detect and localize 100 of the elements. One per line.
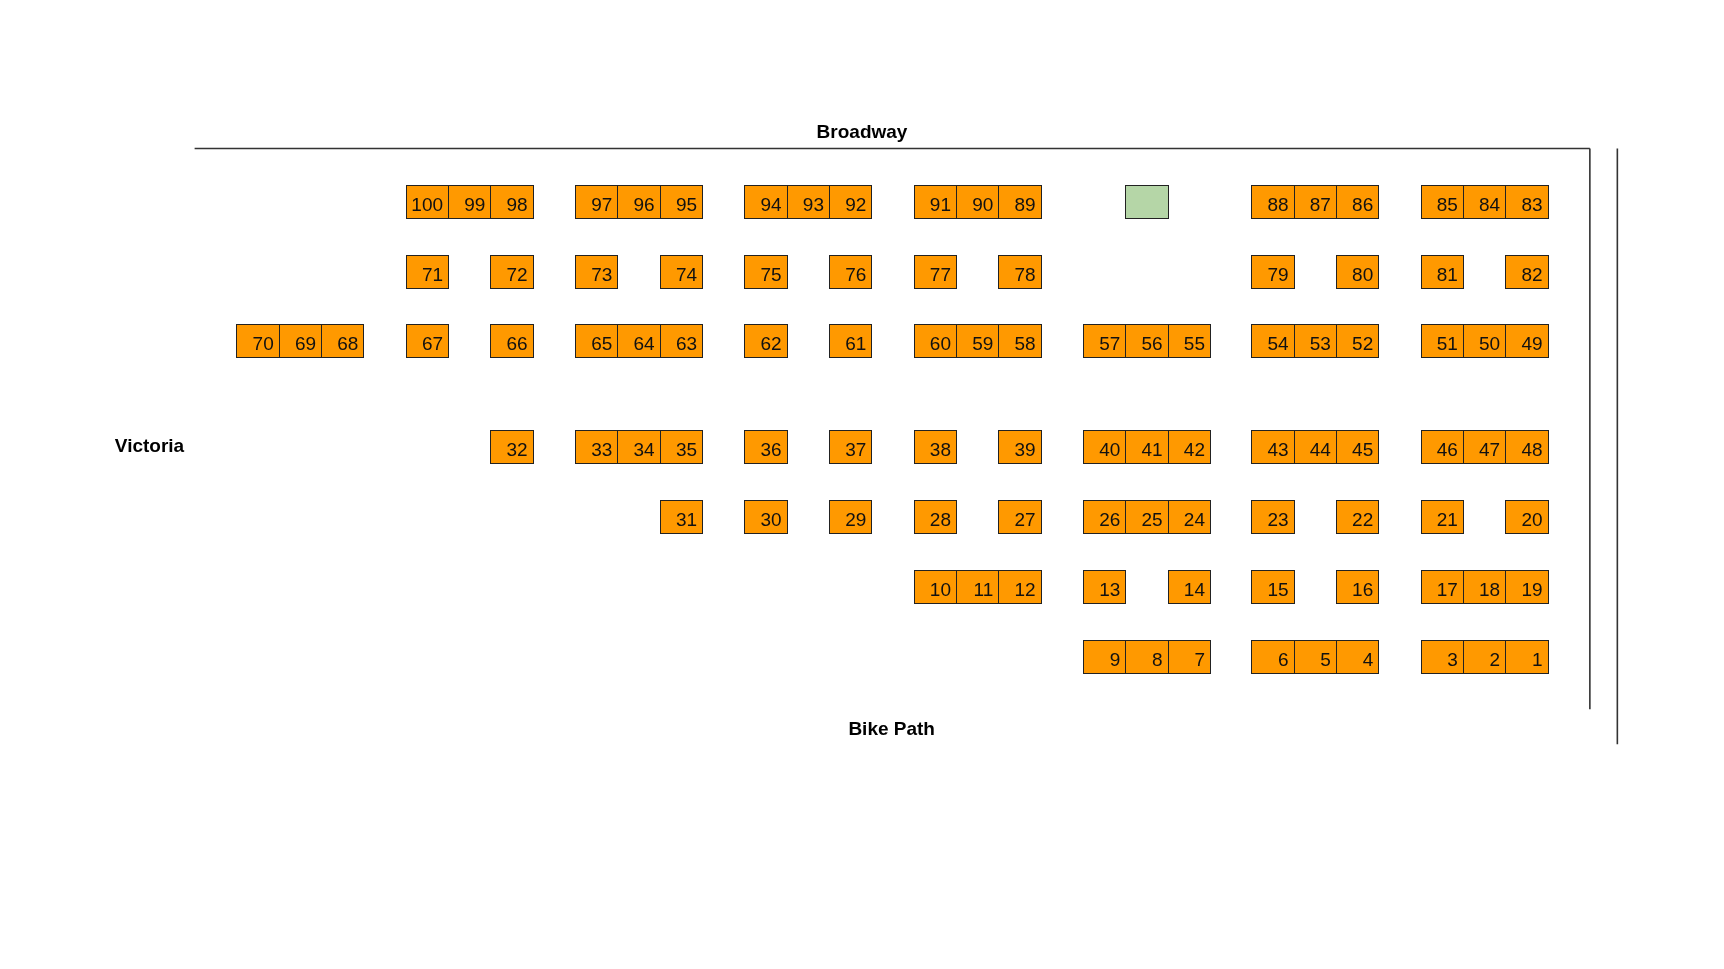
stall-number: 50: [1462, 324, 1507, 359]
stall-number: 78: [998, 255, 1042, 290]
stall-number: 44: [1293, 429, 1337, 464]
stall-number: 31: [659, 500, 703, 535]
stall-number: 37: [829, 429, 873, 464]
stall-number: 13: [1083, 569, 1127, 604]
stall-number: 12: [998, 569, 1042, 604]
stall-number: 75: [744, 255, 788, 290]
stall-number: 74: [659, 255, 703, 290]
stall-number: 40: [1083, 429, 1127, 464]
stall-number: 81: [1420, 255, 1464, 290]
stall-number: 68: [321, 324, 365, 359]
stall-number: 92: [829, 184, 873, 219]
stall-number: 89: [998, 184, 1042, 219]
stall-number: 21: [1420, 500, 1464, 535]
stall-number: 94: [744, 184, 788, 219]
path-name: Bike Path: [848, 717, 935, 740]
stall-number: 10: [913, 569, 957, 604]
stall-number: 27: [998, 500, 1042, 535]
stall-number: 41: [1125, 429, 1169, 464]
stall-number: 43: [1251, 429, 1295, 464]
stall-number: 20: [1505, 500, 1549, 535]
stall-number: 97: [575, 184, 619, 219]
stall-number: 22: [1335, 500, 1380, 535]
stall-number: 11: [956, 569, 1000, 604]
stall-number: 53: [1293, 324, 1337, 359]
stall-number: 71: [405, 255, 450, 290]
stall-number: 16: [1335, 569, 1380, 604]
stall-number: 99: [448, 184, 492, 219]
stall-number: 86: [1335, 184, 1380, 219]
stall-number: 65: [575, 324, 619, 359]
street-name: Victoria: [114, 435, 185, 458]
stall-number: 34: [617, 429, 661, 464]
stall-number: 90: [956, 184, 1000, 219]
stall-number: 56: [1125, 324, 1169, 359]
stall-number: 30: [744, 500, 788, 535]
stall-number: 48: [1505, 429, 1549, 464]
stall-number: 29: [829, 500, 873, 535]
stall-number: 28: [913, 500, 957, 535]
stall-number: 63: [659, 324, 703, 359]
stall-number: 46: [1420, 429, 1464, 464]
stall-number: 55: [1167, 324, 1211, 359]
stall-number: 93: [786, 184, 830, 219]
stall-number: 76: [829, 255, 873, 290]
stall-number: 8: [1125, 639, 1169, 674]
stall-number: 60: [913, 324, 957, 359]
stall-number: 32: [490, 429, 534, 464]
stall-number: 52: [1335, 324, 1380, 359]
stall-number: 25: [1125, 500, 1169, 535]
stall-number: 39: [998, 429, 1042, 464]
stall-number: 95: [659, 184, 703, 219]
stall-number: 77: [913, 255, 957, 290]
stall-number: 67: [405, 324, 450, 359]
stall-number: 82: [1505, 255, 1549, 290]
stall-number: 87: [1293, 184, 1337, 219]
stall-number: 96: [617, 184, 661, 219]
stall-number: 100: [405, 184, 450, 219]
stall-number: 85: [1420, 184, 1464, 219]
stall-number: 54: [1251, 324, 1295, 359]
stall-number: 73: [575, 255, 619, 290]
stall-number: 2: [1462, 639, 1507, 674]
stall-number: 15: [1251, 569, 1295, 604]
stall-number: 62: [744, 324, 788, 359]
stall-number: 9: [1083, 639, 1127, 674]
stall-number: 38: [913, 429, 957, 464]
stall-number: 59: [956, 324, 1000, 359]
stall-number: 5: [1293, 639, 1337, 674]
stall-number: 19: [1505, 569, 1549, 604]
stall-number: 91: [913, 184, 957, 219]
stall-number: 47: [1462, 429, 1507, 464]
stall-number: 1: [1505, 639, 1549, 674]
street-name: Broadway: [816, 120, 908, 143]
stall-number: 61: [829, 324, 873, 359]
stall-number: 45: [1335, 429, 1380, 464]
stall-number: 18: [1462, 569, 1507, 604]
stall-number: 49: [1505, 324, 1549, 359]
stall-number: 3: [1420, 639, 1464, 674]
stall-number: 79: [1251, 255, 1295, 290]
stall-number: 26: [1083, 500, 1127, 535]
stall-number: 33: [575, 429, 619, 464]
stall-number: 66: [490, 324, 534, 359]
stall-number: 36: [744, 429, 788, 464]
stall-number: 17: [1420, 569, 1464, 604]
stall-number: 69: [278, 324, 323, 359]
stall-number: 35: [659, 429, 703, 464]
stall-number: 58: [998, 324, 1042, 359]
stall-number: 84: [1462, 184, 1507, 219]
stall-number: 7: [1167, 639, 1211, 674]
stall-number: 42: [1167, 429, 1211, 464]
stall-number: 72: [490, 255, 534, 290]
stall-number: 64: [617, 324, 661, 359]
stall-number: 23: [1251, 500, 1295, 535]
stall-number: 14: [1167, 569, 1211, 604]
stall-number: 83: [1505, 184, 1549, 219]
stall-number: 80: [1335, 255, 1380, 290]
stall-number: 24: [1167, 500, 1211, 535]
stall-number: 57: [1083, 324, 1127, 359]
stall-number: 4: [1335, 639, 1380, 674]
stall-number: 6: [1251, 639, 1295, 674]
empty-lot: [1125, 184, 1169, 219]
